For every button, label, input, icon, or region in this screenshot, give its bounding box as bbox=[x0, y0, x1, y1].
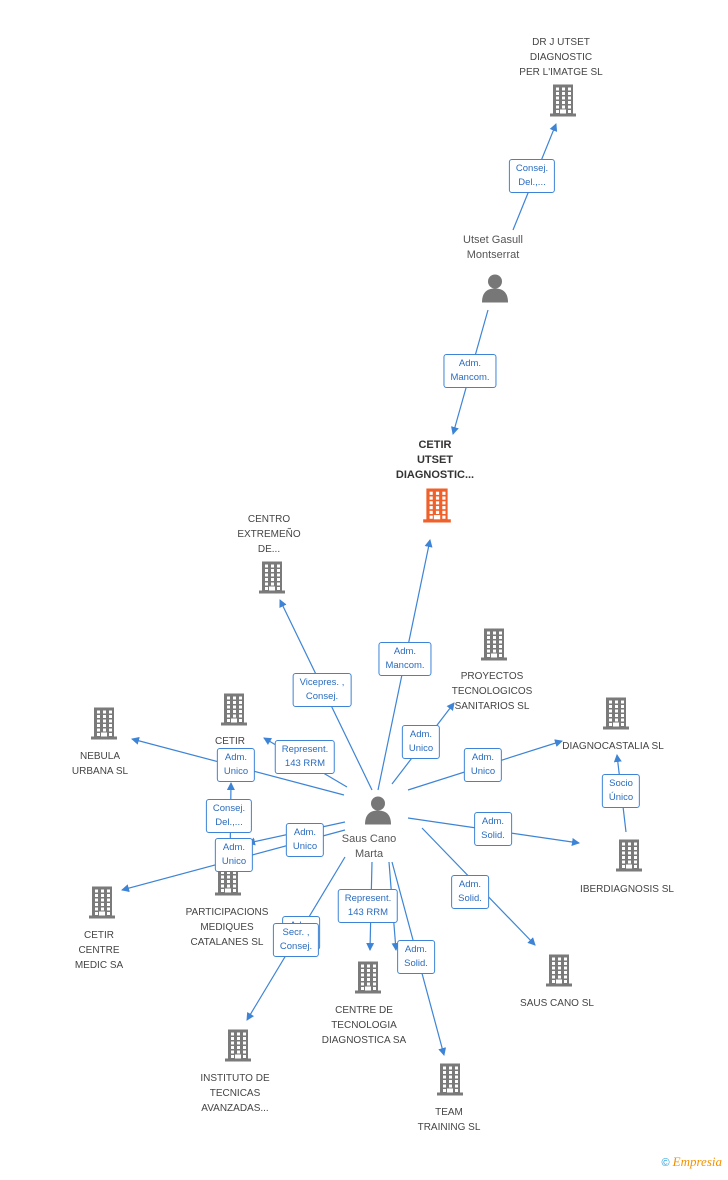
building-icon[interactable] bbox=[550, 84, 576, 122]
building-icon[interactable] bbox=[225, 1029, 251, 1067]
footer: © Empresia bbox=[661, 1154, 722, 1170]
relation-badge[interactable]: Adm. Mancom. bbox=[378, 642, 432, 676]
node-label-nebula[interactable]: NEBULA URBANA SL bbox=[71, 751, 129, 777]
relation-badge[interactable]: Adm. Solid. bbox=[397, 940, 435, 974]
node-label-drj[interactable]: DR J UTSET DIAGNOSTIC PER L'IMATGE SL bbox=[519, 37, 603, 78]
node-label-cetir_centre[interactable]: CETIR CENTRE MEDIC SA bbox=[74, 930, 124, 971]
relation-badge[interactable]: Socio Único bbox=[601, 774, 641, 808]
relation-badge[interactable]: Adm. Unico bbox=[463, 748, 503, 782]
node-label-instituto[interactable]: INSTITUTO DE TECNICAS AVANZADAS... bbox=[200, 1073, 270, 1114]
person-icon[interactable] bbox=[363, 795, 393, 830]
node-label-centro[interactable]: CENTRO EXTREMEÑO DE... bbox=[237, 514, 301, 555]
building-icon[interactable] bbox=[89, 886, 115, 924]
relation-badge[interactable]: Adm. Solid. bbox=[451, 875, 489, 909]
building-icon[interactable] bbox=[221, 693, 247, 731]
node-label-participacions[interactable]: PARTICIPACIONS MEDIQUES CATALANES SL bbox=[185, 907, 269, 948]
node-label-saus[interactable]: Saus Cano Marta bbox=[341, 833, 397, 860]
node-label-proyectos[interactable]: PROYECTOS TECNOLOGICOS SANITARIOS SL bbox=[451, 671, 533, 712]
relation-badge[interactable]: Adm. Unico bbox=[401, 725, 441, 759]
relation-badge[interactable]: Adm. Solid. bbox=[474, 812, 512, 846]
building-icon[interactable] bbox=[91, 707, 117, 745]
node-label-saus_sl[interactable]: SAUS CANO SL bbox=[520, 998, 594, 1009]
node-label-utset[interactable]: Utset Gasull Montserrat bbox=[463, 234, 523, 261]
relation-badge[interactable]: Adm. Mancom. bbox=[443, 354, 497, 388]
node-label-iberdiagnosis[interactable]: IBERDIAGNOSIS SL bbox=[580, 884, 674, 895]
node-label-cetir_utset[interactable]: CETIR UTSET DIAGNOSTIC... bbox=[395, 439, 475, 481]
building-icon[interactable] bbox=[481, 628, 507, 666]
building-icon[interactable] bbox=[603, 697, 629, 735]
relation-badge[interactable]: Consej. Del.,... bbox=[205, 799, 253, 833]
node-label-diagnocastalia[interactable]: DIAGNOCASTALIA SL bbox=[562, 741, 664, 752]
building-icon[interactable] bbox=[616, 839, 642, 877]
building-icon[interactable] bbox=[437, 1063, 463, 1101]
brand-logo[interactable]: Empresia bbox=[672, 1154, 722, 1169]
building-icon[interactable] bbox=[355, 961, 381, 999]
relation-badge[interactable]: Secr. , Consej. bbox=[272, 923, 320, 957]
copyright-mark: © bbox=[661, 1157, 670, 1169]
building-icon[interactable] bbox=[259, 561, 285, 599]
relation-badge[interactable]: Consej. Del.,... bbox=[508, 159, 556, 193]
person-icon[interactable] bbox=[480, 273, 510, 308]
relation-badge[interactable]: Adm. Unico bbox=[285, 823, 325, 857]
relation-badge[interactable]: Represent. 143 RRM bbox=[274, 740, 336, 774]
relation-badge[interactable]: Represent. 143 RRM bbox=[337, 889, 399, 923]
relation-badge[interactable]: Vicepres. , Consej. bbox=[292, 673, 352, 707]
node-label-centre_tec[interactable]: CENTRE DE TECNOLOGIA DIAGNOSTICA SA bbox=[321, 1005, 407, 1046]
node-label-team[interactable]: TEAM TRAINING SL bbox=[417, 1107, 481, 1133]
relation-badge[interactable]: Adm. Unico bbox=[216, 748, 256, 782]
building-icon[interactable] bbox=[546, 954, 572, 992]
building-icon[interactable] bbox=[422, 488, 452, 528]
relation-badge[interactable]: Adm. Unico bbox=[214, 838, 254, 872]
